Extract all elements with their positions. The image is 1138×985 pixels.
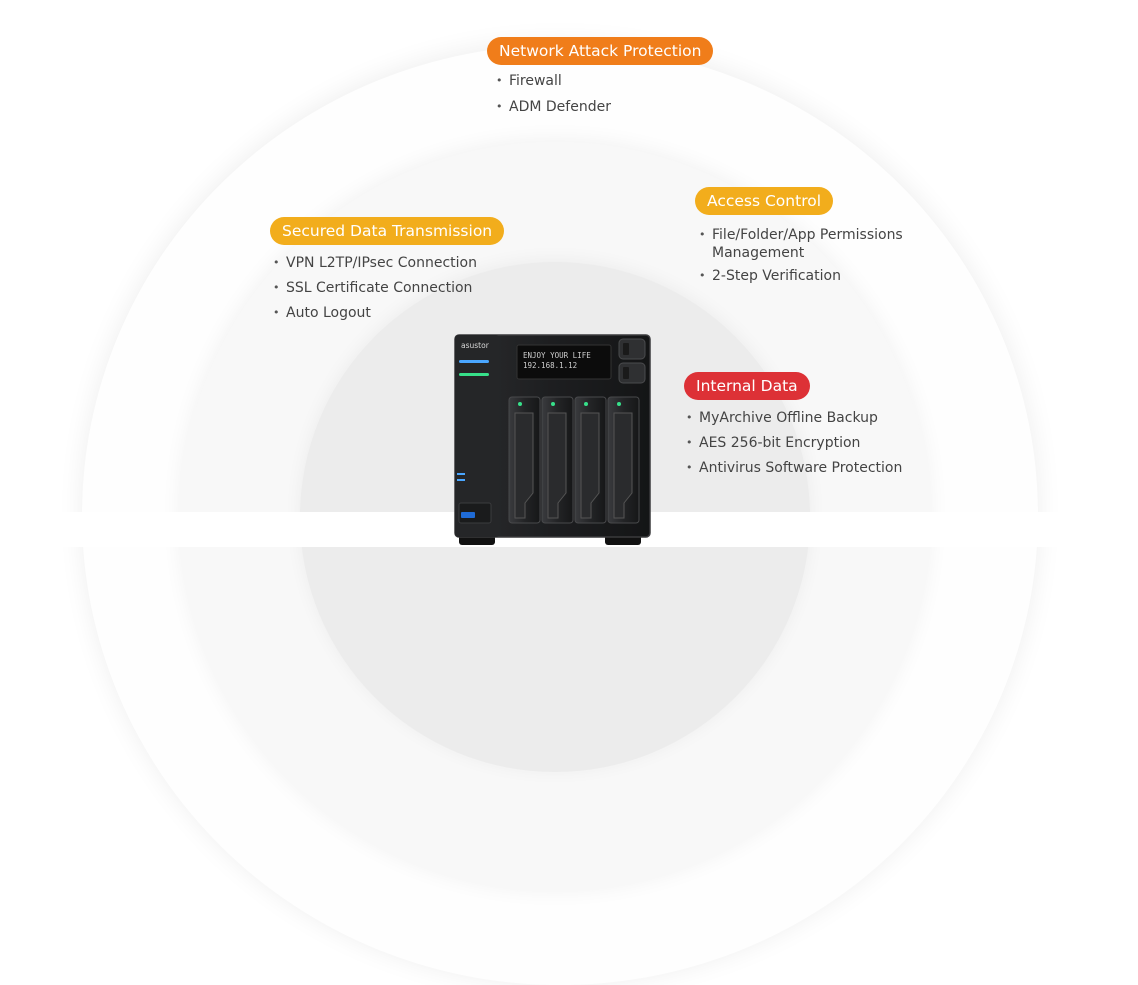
list-item: •ADM Defender <box>496 99 611 115</box>
secured-data-transmission-label: Secured Data Transmission <box>270 217 505 245</box>
bullet-icon: • <box>273 306 280 319</box>
list-item: •MyArchive Offline Backup <box>686 410 878 426</box>
brand-logo: asustor <box>461 341 490 350</box>
access-control-group: Access Control •File/Folder/App Permissi… <box>695 187 903 285</box>
bullet-icon: • <box>273 256 280 269</box>
lcd-line-1: ENJOY YOUR LIFE <box>523 351 591 360</box>
network-attack-protection-label: Network Attack Protection <box>487 37 714 65</box>
list-item: •2-Step Verification <box>699 268 841 284</box>
access-control-label: Access Control <box>695 187 834 215</box>
bullet-icon: • <box>496 74 503 87</box>
bullet-icon: • <box>686 411 693 424</box>
internal-data-group: Internal Data •MyArchive Offline Backup … <box>684 372 902 477</box>
bullet-icon: • <box>273 281 280 294</box>
list-item: •SSL Certificate Connection <box>273 280 473 296</box>
network-attack-protection-group: Network Attack Protection •Firewall •ADM… <box>487 37 714 116</box>
list-item: •Auto Logout <box>273 305 371 321</box>
list-item: •File/Folder/App Permissions <box>699 227 903 243</box>
bullet-icon: • <box>686 461 693 474</box>
lcd-line-2: 192.168.1.12 <box>523 361 577 370</box>
nas-device-illustration: asustor ENJOY YOUR LIFE 192.168.1.12 <box>454 334 651 545</box>
internal-data-label: Internal Data <box>684 372 810 400</box>
bullet-icon: • <box>699 228 706 241</box>
nas-device-image: asustor ENJOY YOUR LIFE 192.168.1.12 <box>453 333 653 547</box>
list-item: •Firewall <box>496 73 562 89</box>
bullet-icon: • <box>686 436 693 449</box>
list-item: •Antivirus Software Protection <box>686 460 903 476</box>
list-item: •AES 256-bit Encryption <box>686 435 861 451</box>
secured-data-transmission-group: Secured Data Transmission •VPN L2TP/IPse… <box>270 217 505 322</box>
list-item: •VPN L2TP/IPsec Connection <box>273 255 477 271</box>
bullet-icon: • <box>699 269 706 282</box>
list-item-continuation: Management <box>712 245 805 261</box>
bullet-icon: • <box>496 100 503 113</box>
